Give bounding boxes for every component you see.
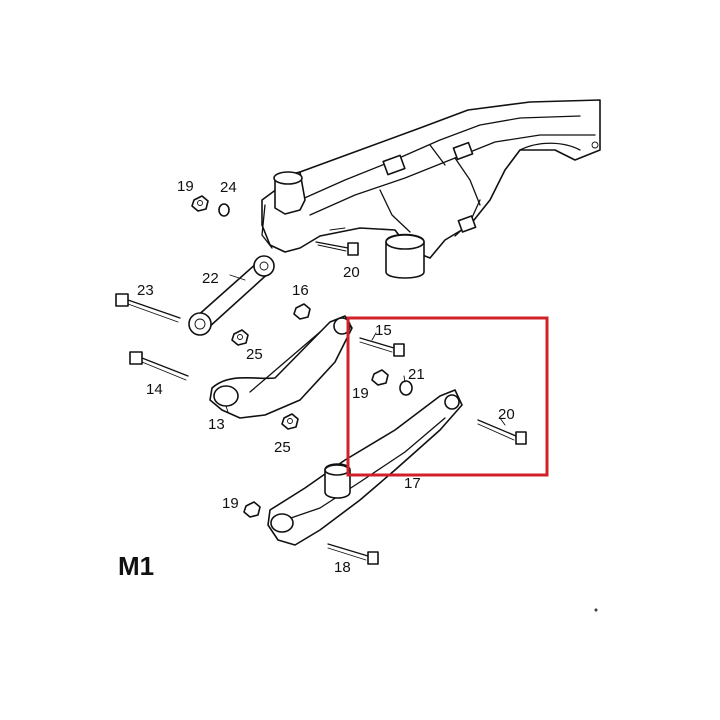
callout-18: 18	[334, 559, 351, 576]
subframe	[261, 99, 601, 279]
callout-15: 15	[375, 322, 392, 339]
model-label: M1	[118, 551, 154, 581]
nut-25-lower	[281, 413, 299, 430]
trailing-arm-13	[209, 315, 353, 419]
callout-22: 22	[202, 270, 219, 287]
callout-19-middle: 19	[352, 385, 369, 402]
lower-control-arm-17	[267, 389, 463, 546]
callout-19-top: 19	[177, 178, 194, 195]
callout-21: 21	[408, 366, 425, 383]
callout-20-lower: 20	[498, 406, 515, 423]
nut-19-bottom	[243, 501, 261, 518]
nut-16	[293, 303, 311, 320]
callout-20-upper: 20	[343, 264, 360, 281]
highlight-box	[346, 316, 549, 477]
bolt-20-upper	[315, 241, 359, 256]
bolt-23	[115, 293, 181, 323]
callout-16: 16	[292, 282, 309, 299]
callout-23: 23	[137, 282, 154, 299]
bolt-18	[327, 543, 379, 565]
leader-lines	[225, 274, 506, 426]
callout-24: 24	[220, 179, 237, 196]
callout-17: 17	[404, 475, 421, 492]
upper-link-22	[188, 255, 275, 336]
bolt-14	[129, 351, 189, 381]
tiny-mark	[594, 608, 598, 612]
callout-13: 13	[208, 416, 225, 433]
callout-25-upper: 25	[246, 346, 263, 363]
callout-14: 14	[146, 381, 163, 398]
bolt-20-lower	[477, 419, 527, 445]
callout-19-bottom: 19	[222, 495, 239, 512]
bolt-15	[359, 337, 405, 357]
callout-25-lower: 25	[274, 439, 291, 456]
washer-21	[399, 380, 413, 396]
nut-19-top	[191, 195, 209, 212]
washer-24	[218, 203, 230, 217]
nut-25-upper	[231, 329, 249, 346]
nut-19-middle	[371, 369, 389, 386]
